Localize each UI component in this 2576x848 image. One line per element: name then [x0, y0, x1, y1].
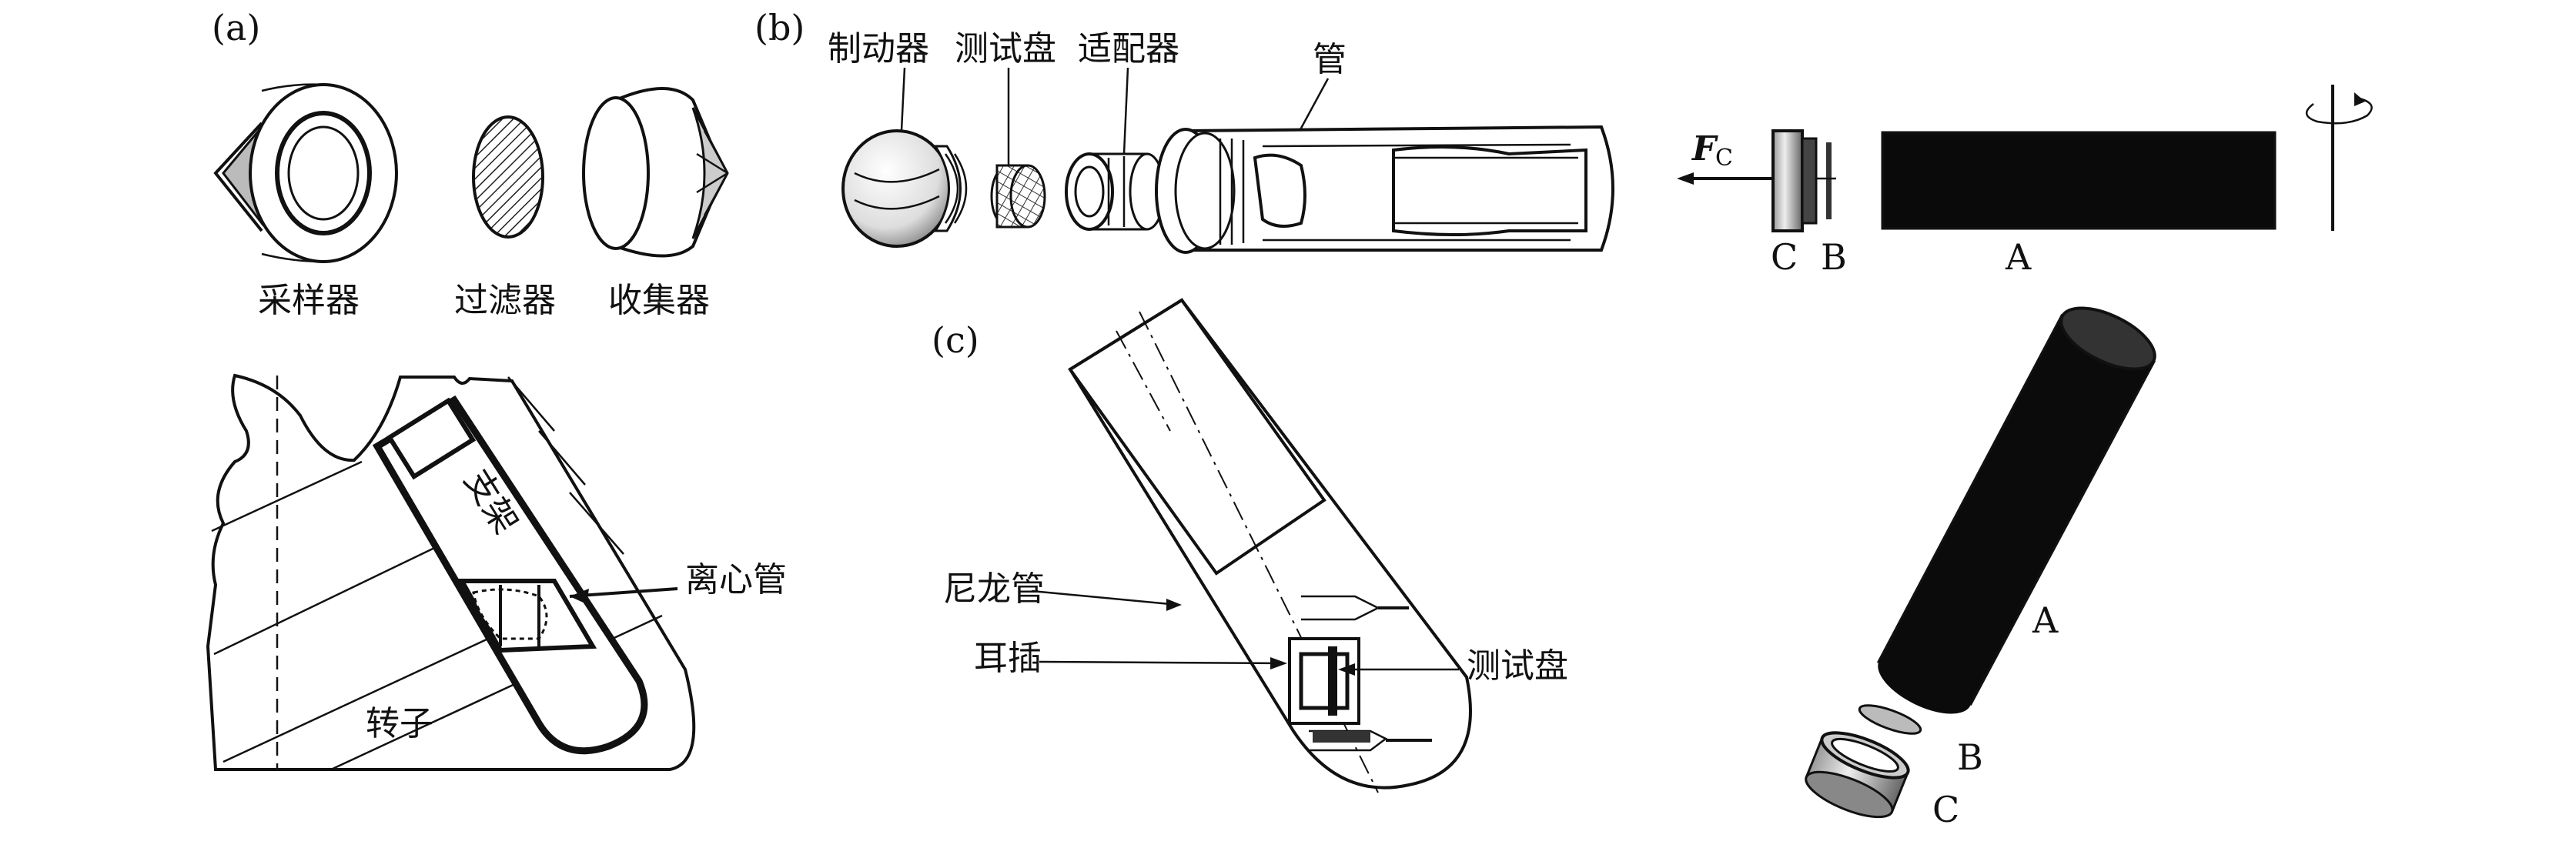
- nylon-tube-arrow: [1166, 599, 1182, 611]
- brake-drawing: [841, 129, 968, 248]
- force-subscript: C: [1715, 145, 1733, 172]
- filter-disk: [472, 115, 544, 239]
- test-disk-label-c: 测试盘: [1467, 646, 1568, 686]
- rotor-cross-section: [206, 373, 696, 771]
- panel-c-tag: (c): [932, 319, 979, 361]
- ear-plug-arrow: [1270, 657, 1287, 669]
- tube-drawing: [1155, 125, 1614, 254]
- label-b-top: B: [1821, 236, 1847, 278]
- label-c-bottom: C: [1932, 789, 1959, 830]
- nylon-tube-leader: [1031, 589, 1179, 606]
- label-b-bottom: B: [1957, 736, 1983, 778]
- force-symbol: F: [1691, 129, 1718, 169]
- test-disk-arrow-c: [1338, 663, 1355, 676]
- tube-3d-drawing: [1805, 306, 2156, 819]
- ear-plug-label: 耳插: [974, 639, 1042, 678]
- rotor-label: 转子: [366, 704, 433, 743]
- sampler-drawing: [213, 83, 398, 263]
- nylon-tube-label: 尼龙管: [943, 569, 1045, 609]
- adapter-drawing: [1065, 152, 1166, 231]
- label-a-top: A: [2005, 236, 2032, 278]
- test-disk-drawing: [990, 164, 1046, 229]
- label-a-bottom: A: [2032, 599, 2059, 641]
- tube-label: 管: [1313, 40, 1347, 79]
- sampler-label: 采样器: [258, 281, 360, 320]
- force-schematic: [1677, 85, 2373, 232]
- centrifuge-tube-label: 离心管: [685, 560, 787, 599]
- adapter-label: 适配器: [1078, 29, 1179, 68]
- collector-label: 收集器: [608, 281, 710, 320]
- brake-label: 制动器: [828, 29, 929, 68]
- panel-b-tag: (b): [754, 7, 805, 48]
- nylon-tube-drawing: [1068, 298, 1472, 793]
- label-c-top: C: [1771, 236, 1798, 278]
- filter-label: 过滤器: [454, 281, 556, 320]
- test-disk-label: 测试盘: [955, 29, 1056, 68]
- ear-plug-leader: [1039, 660, 1283, 665]
- adapter-leader: [1122, 67, 1129, 155]
- panel-a-tag: (a): [212, 7, 260, 48]
- collector-drawing: [582, 87, 729, 258]
